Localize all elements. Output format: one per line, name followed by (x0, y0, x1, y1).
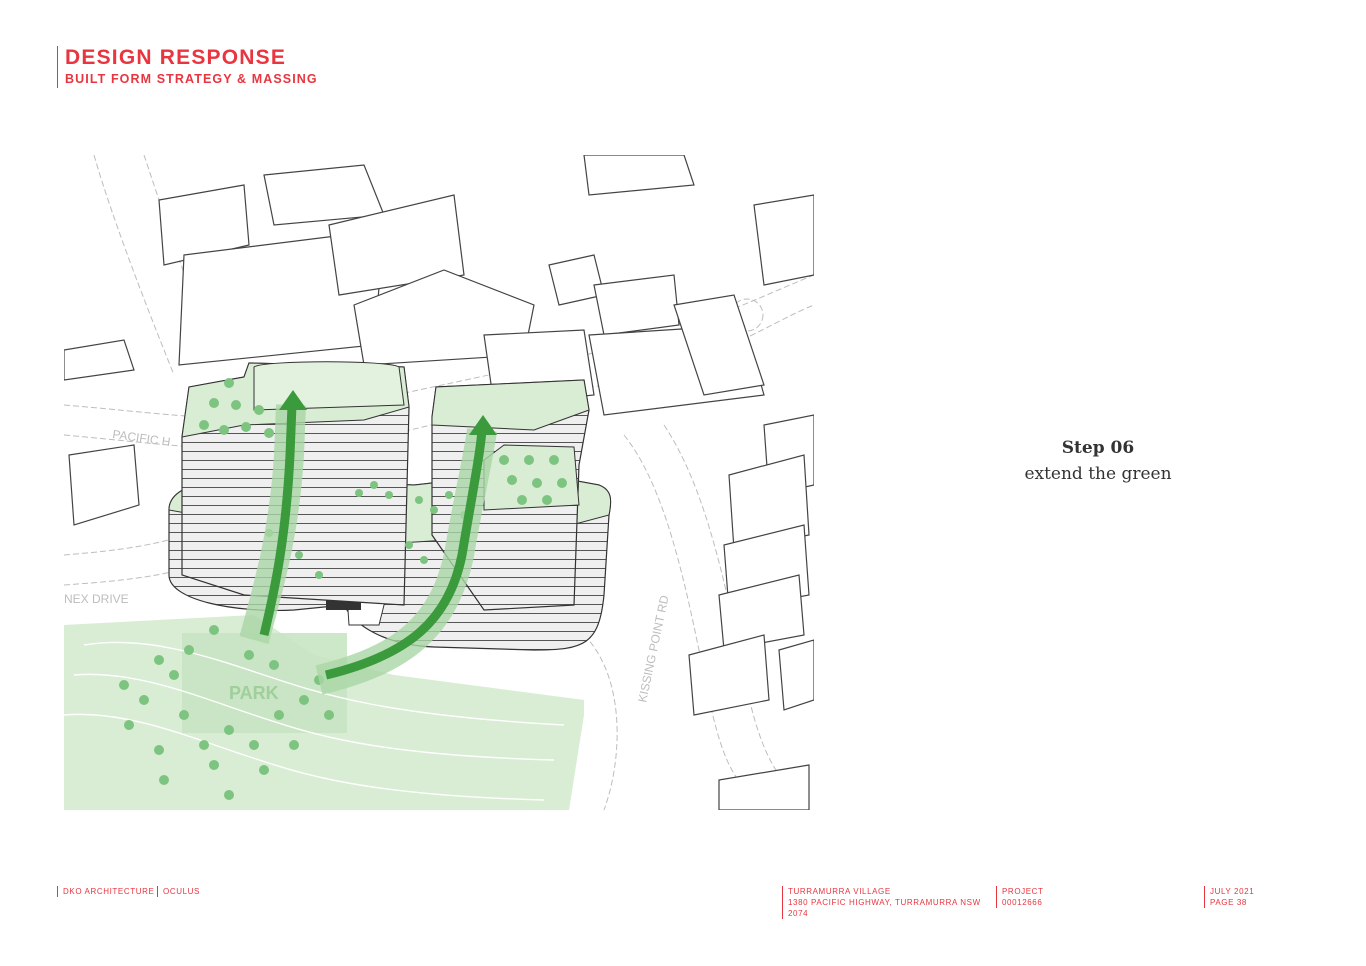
footer-project-number-block: PROJECT 00012666 (996, 886, 1044, 908)
footer-firm: DKO ARCHITECTURE (57, 886, 154, 897)
right-arrowhead (469, 415, 497, 435)
page-subtitle: BUILT FORM STRATEGY & MASSING (65, 72, 318, 86)
footer-date: JULY 2021 (1210, 887, 1255, 896)
park-label: PARK (229, 683, 279, 703)
trees (119, 378, 567, 800)
left-arrow (259, 404, 297, 637)
footer-firm-name: DKO ARCHITECTURE (63, 887, 155, 896)
right-tower-terrace (483, 444, 580, 511)
footer-project-label: PROJECT (1002, 887, 1044, 896)
left-arrowhead (279, 390, 307, 410)
annex-drive-label: NEX DRIVE (64, 592, 129, 606)
footer-project-address: 1380 PACIFIC HIGHWAY, TURRAMURRA NSW (788, 898, 981, 907)
massing-diagram-svg: PARK PACIFIC H NEX DRIVE KISSING POINT R… (64, 155, 814, 810)
step-caption: Step 06 extend the green (1000, 436, 1196, 488)
footer-project-number: 00012666 (1002, 898, 1043, 907)
pacific-highway-label: PACIFIC H (112, 427, 172, 449)
green-link-arrows (239, 390, 497, 695)
right-arrow (324, 429, 487, 680)
footer-oculus: OCULUS (163, 887, 200, 896)
footer-page-number: PAGE 38 (1210, 898, 1247, 907)
footer-date-block: JULY 2021 PAGE 38 (1204, 886, 1254, 908)
step-title: Step 06 (1061, 438, 1135, 458)
kissing-point-road-label: KISSING POINT RD (635, 594, 671, 704)
footer-project-info: TURRAMURRA VILLAGE 1380 PACIFIC HIGHWAY,… (782, 886, 981, 919)
footer-project-postcode: 2074 (788, 909, 809, 918)
page-header: DESIGN RESPONSE BUILT FORM STRATEGY & MA… (57, 46, 318, 88)
right-tower-roof (431, 379, 590, 431)
left-tower-upper-roof (253, 361, 405, 411)
park-contours (64, 641, 565, 801)
massing-diagram: PARK PACIFIC H NEX DRIVE KISSING POINT R… (64, 155, 814, 810)
context-buildings (64, 155, 814, 810)
step-subtitle: extend the green (1024, 464, 1172, 484)
footer-project-name: TURRAMURRA VILLAGE (788, 887, 891, 896)
page-title: DESIGN RESPONSE (65, 46, 287, 69)
footer-project-code: OCULUS (157, 886, 200, 897)
